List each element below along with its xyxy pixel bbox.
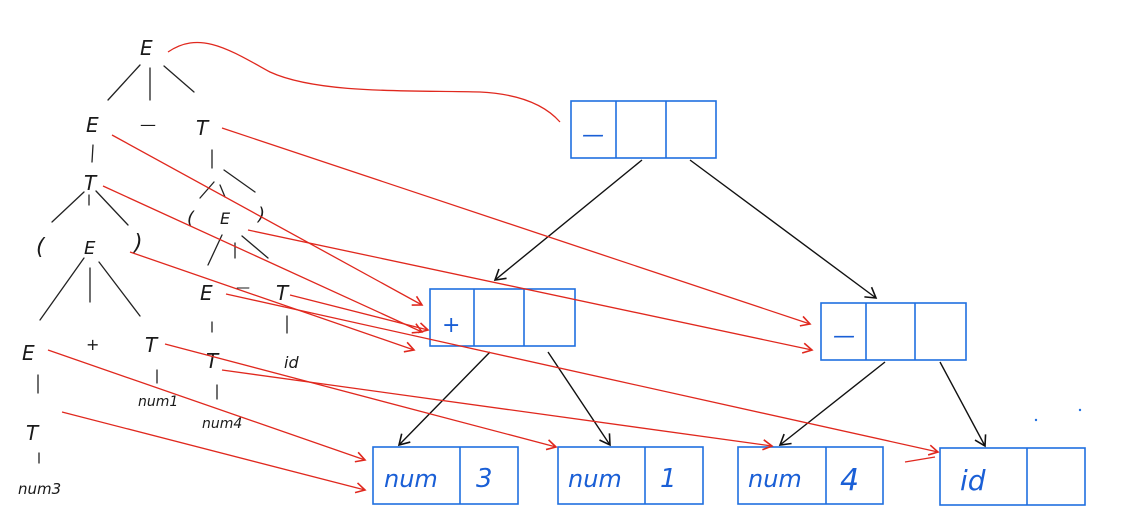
tree-plus: + <box>86 335 99 354</box>
tree-paren-close2: ) <box>256 204 265 225</box>
tree-t5: T <box>206 349 220 373</box>
tree-paren-open2: ( <box>187 208 195 229</box>
dag-text-minus-root: — <box>582 123 604 148</box>
dag-node-texts: — + — num 3 num 1 num 4 id <box>384 123 986 498</box>
dag-text-plus: + <box>442 313 460 338</box>
dag-leaf-id <box>939 447 1086 506</box>
dag-text-num1-b: 1 <box>660 464 677 494</box>
tree-t6: T <box>26 421 40 445</box>
dag-leaf-num1 <box>557 446 704 505</box>
dag-text-id: id <box>960 464 986 497</box>
dag-text-num3-a: num <box>384 465 438 493</box>
tree-e1: E <box>86 113 99 137</box>
tree-t3: T <box>145 333 159 357</box>
tree-paren-close1: ) <box>132 231 143 256</box>
red-mapping-arrows <box>47 41 940 494</box>
tree-e2: E <box>84 238 96 259</box>
tree-e3: E <box>220 209 231 228</box>
dag-leaf-num4 <box>737 446 884 505</box>
dag-text-num4-b: 4 <box>840 463 859 498</box>
dag-node-plus <box>429 288 576 347</box>
dag-text-minus: — <box>833 324 855 349</box>
tree-t1: T <box>84 171 98 195</box>
parse-tree-labels: E E — T T ( E ) ( E ) E — T E + T T id n… <box>18 36 299 498</box>
tree-t4: T <box>276 281 290 305</box>
dag-text-num4-a: num <box>748 465 802 493</box>
parse-tree <box>37 64 288 464</box>
tree-num1: num1 <box>138 394 178 410</box>
tree-num4: num4 <box>202 416 242 432</box>
tree-id: id <box>284 353 299 372</box>
tree-t2: T <box>196 116 210 140</box>
stray-marks <box>1034 408 1082 422</box>
tree-e4: E <box>22 341 35 365</box>
tree-num3: num3 <box>18 480 61 498</box>
tree-minus1: — <box>140 115 156 134</box>
tree-e5: E <box>200 281 213 305</box>
tree-paren-open1: ( <box>36 235 46 260</box>
dag-edges <box>397 159 987 448</box>
dag-text-num1-a: num <box>568 465 622 493</box>
dag-node-minus-root <box>570 100 717 159</box>
dag-text-num3-b: 3 <box>476 464 493 494</box>
tree-minus2: — <box>236 280 250 296</box>
dag-nodes <box>372 100 1086 506</box>
dag-leaf-num3 <box>372 446 519 505</box>
tree-root-e: E <box>140 36 153 60</box>
dag-node-minus <box>820 302 967 361</box>
